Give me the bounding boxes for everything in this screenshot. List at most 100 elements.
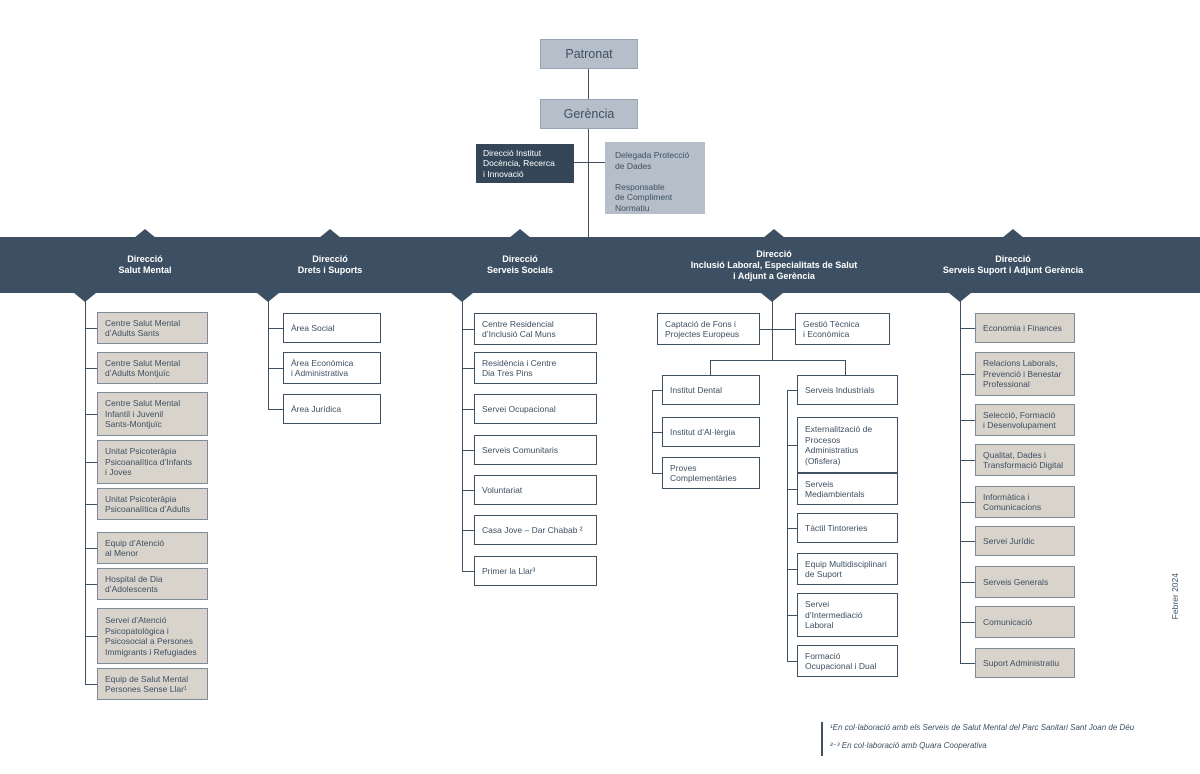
connector [85,293,86,684]
connector [462,571,474,572]
date-label: Febrer 2024 [1170,573,1180,620]
centre-residencial-cal-muns: Centre Residencial d’Inclusió Cal Muns [474,313,597,345]
connector [960,663,975,664]
connector [85,462,97,463]
serveis-mediambientals: Serveis Mediambientals [797,473,898,505]
residencia-tres-pins: Residència i Centre Dia Tres Pins [474,352,597,384]
connector [960,293,961,663]
connector [710,360,846,361]
connector [462,368,474,369]
connector [652,432,662,433]
connector [85,548,97,549]
hospital-dia-adolescents: Hospital de Dia d’Adolescents [97,568,208,600]
division-inclusio-laboral: Direcció Inclusió Laboral, Especialitats… [690,248,858,281]
servei-atencio-immigrants: Servei d’Atenció Psicopatològica i Psico… [97,608,208,664]
band-notch-up [134,229,156,238]
economia-finances: Economia i Finances [975,313,1075,343]
connector [960,460,975,461]
connector [462,450,474,451]
connector [787,489,797,490]
connector [845,360,846,375]
relacions-laborals: Relacions Laborals, Prevenció i Benestar… [975,352,1075,396]
centre-salut-mental-adults-montjuic: Centre Salut Mental d’Adults Montjuïc [97,352,208,384]
connector [462,409,474,410]
connector [960,622,975,623]
connector [85,636,97,637]
connector [85,504,97,505]
institut-allergia: Institut d’Al·lèrgia [662,417,760,447]
connector [787,390,797,391]
informatica-comunicacions: Informàtica i Comunicacions [975,486,1075,518]
suport-administratiu: Suport Administratiu [975,648,1075,678]
area-economica: Àrea Econòmica i Administrativa [283,352,381,384]
qualitat-dades: Qualitat, Dades i Transformació Digital [975,444,1075,476]
unitat-psicoterapia-infants: Unitat Psicoteràpia Psicoanalítica d’Inf… [97,440,208,484]
division-drets-suports: Direcció Drets i Suports [297,254,363,275]
equip-salut-mental-sense-llar: Equip de Salut Mental Persones Sense Lla… [97,668,208,700]
connector [710,360,711,375]
connector [268,368,283,369]
connector [787,569,797,570]
compliance-box: Delegada Protecció de Dades Responsable … [605,142,705,214]
institut-dental: Institut Dental [662,375,760,405]
unitat-psicoterapia-adults: Unitat Psicoteràpia Psicoanalítica d’Adu… [97,488,208,520]
equip-multidisciplinari: Equip Multidisciplinari de Suport [797,553,898,585]
connector [574,162,605,163]
externalitzacio-ofisfera: Externalització de Procesos Administrati… [797,417,898,473]
seleccio-formacio: Selecció, Formació i Desenvolupament [975,404,1075,436]
casa-jove-dar-chabab: Casa Jove – Dar Chabab ² [474,515,597,545]
voluntariat: Voluntariat [474,475,597,505]
connector [772,293,773,360]
connector [960,374,975,375]
connector [462,293,463,571]
footnote-1: ¹En col·laboració amb els Serveis de Sal… [830,723,1135,732]
band-notch-up [509,229,531,238]
formacio-ocupacional: Formació Ocupacional i Dual [797,645,898,677]
connector [787,615,797,616]
footnote-2: ²⁻³ En col·laboració amb Quara Cooperati… [830,741,987,750]
patronat-box: Patronat [540,39,638,69]
connector [268,409,283,410]
area-social: Àrea Social [283,313,381,343]
centre-salut-mental-infantil: Centre Salut Mental Infantil i Juvenil S… [97,392,208,436]
footnote-bar [821,722,823,756]
tactil-tintoreries: Tàctil Tintoreries [797,513,898,543]
serveis-comunitaris: Serveis Comunitaris [474,435,597,465]
connector [960,420,975,421]
gestio-tecnica: Gestió Tècnica i Econòmica [795,313,890,345]
connector [268,328,283,329]
proves-complementaries: Proves Complementàries [662,457,760,489]
connector [85,684,97,685]
division-serveis-suport: Direcció Serveis Suport i Adjunt Gerènci… [942,254,1084,275]
servei-juridic: Servei Jurídic [975,526,1075,556]
connector [787,528,797,529]
connector [652,473,662,474]
connector [462,530,474,531]
band-notch-up [319,229,341,238]
division-band [0,237,1200,293]
band-notch-up [763,229,785,238]
servei-ocupacional: Servei Ocupacional [474,394,597,424]
connector [787,390,788,661]
connector [960,582,975,583]
connector [462,329,474,330]
connector [960,502,975,503]
connector [787,445,797,446]
connector [268,293,269,409]
division-salut-mental: Direcció Salut Mental [118,254,172,275]
connector [760,329,795,330]
connector [652,390,662,391]
connector [787,661,797,662]
primer-la-llar: Primer la Llar³ [474,556,597,586]
area-juridica: Àrea Jurídica [283,394,381,424]
comunicacio: Comunicació [975,606,1075,638]
connector [652,390,653,473]
equip-atencio-menor: Equip d’Atenció al Menor [97,532,208,564]
captacio-fons: Captació de Fons i Projectes Europeus [657,313,760,345]
connector [85,414,97,415]
connector [588,69,589,99]
servei-intermediacio: Servei d’Intermediació Laboral [797,593,898,637]
gerencia-box: Gerència [540,99,638,129]
centre-salut-mental-adults-sants: Centre Salut Mental d’Adults Sants [97,312,208,344]
